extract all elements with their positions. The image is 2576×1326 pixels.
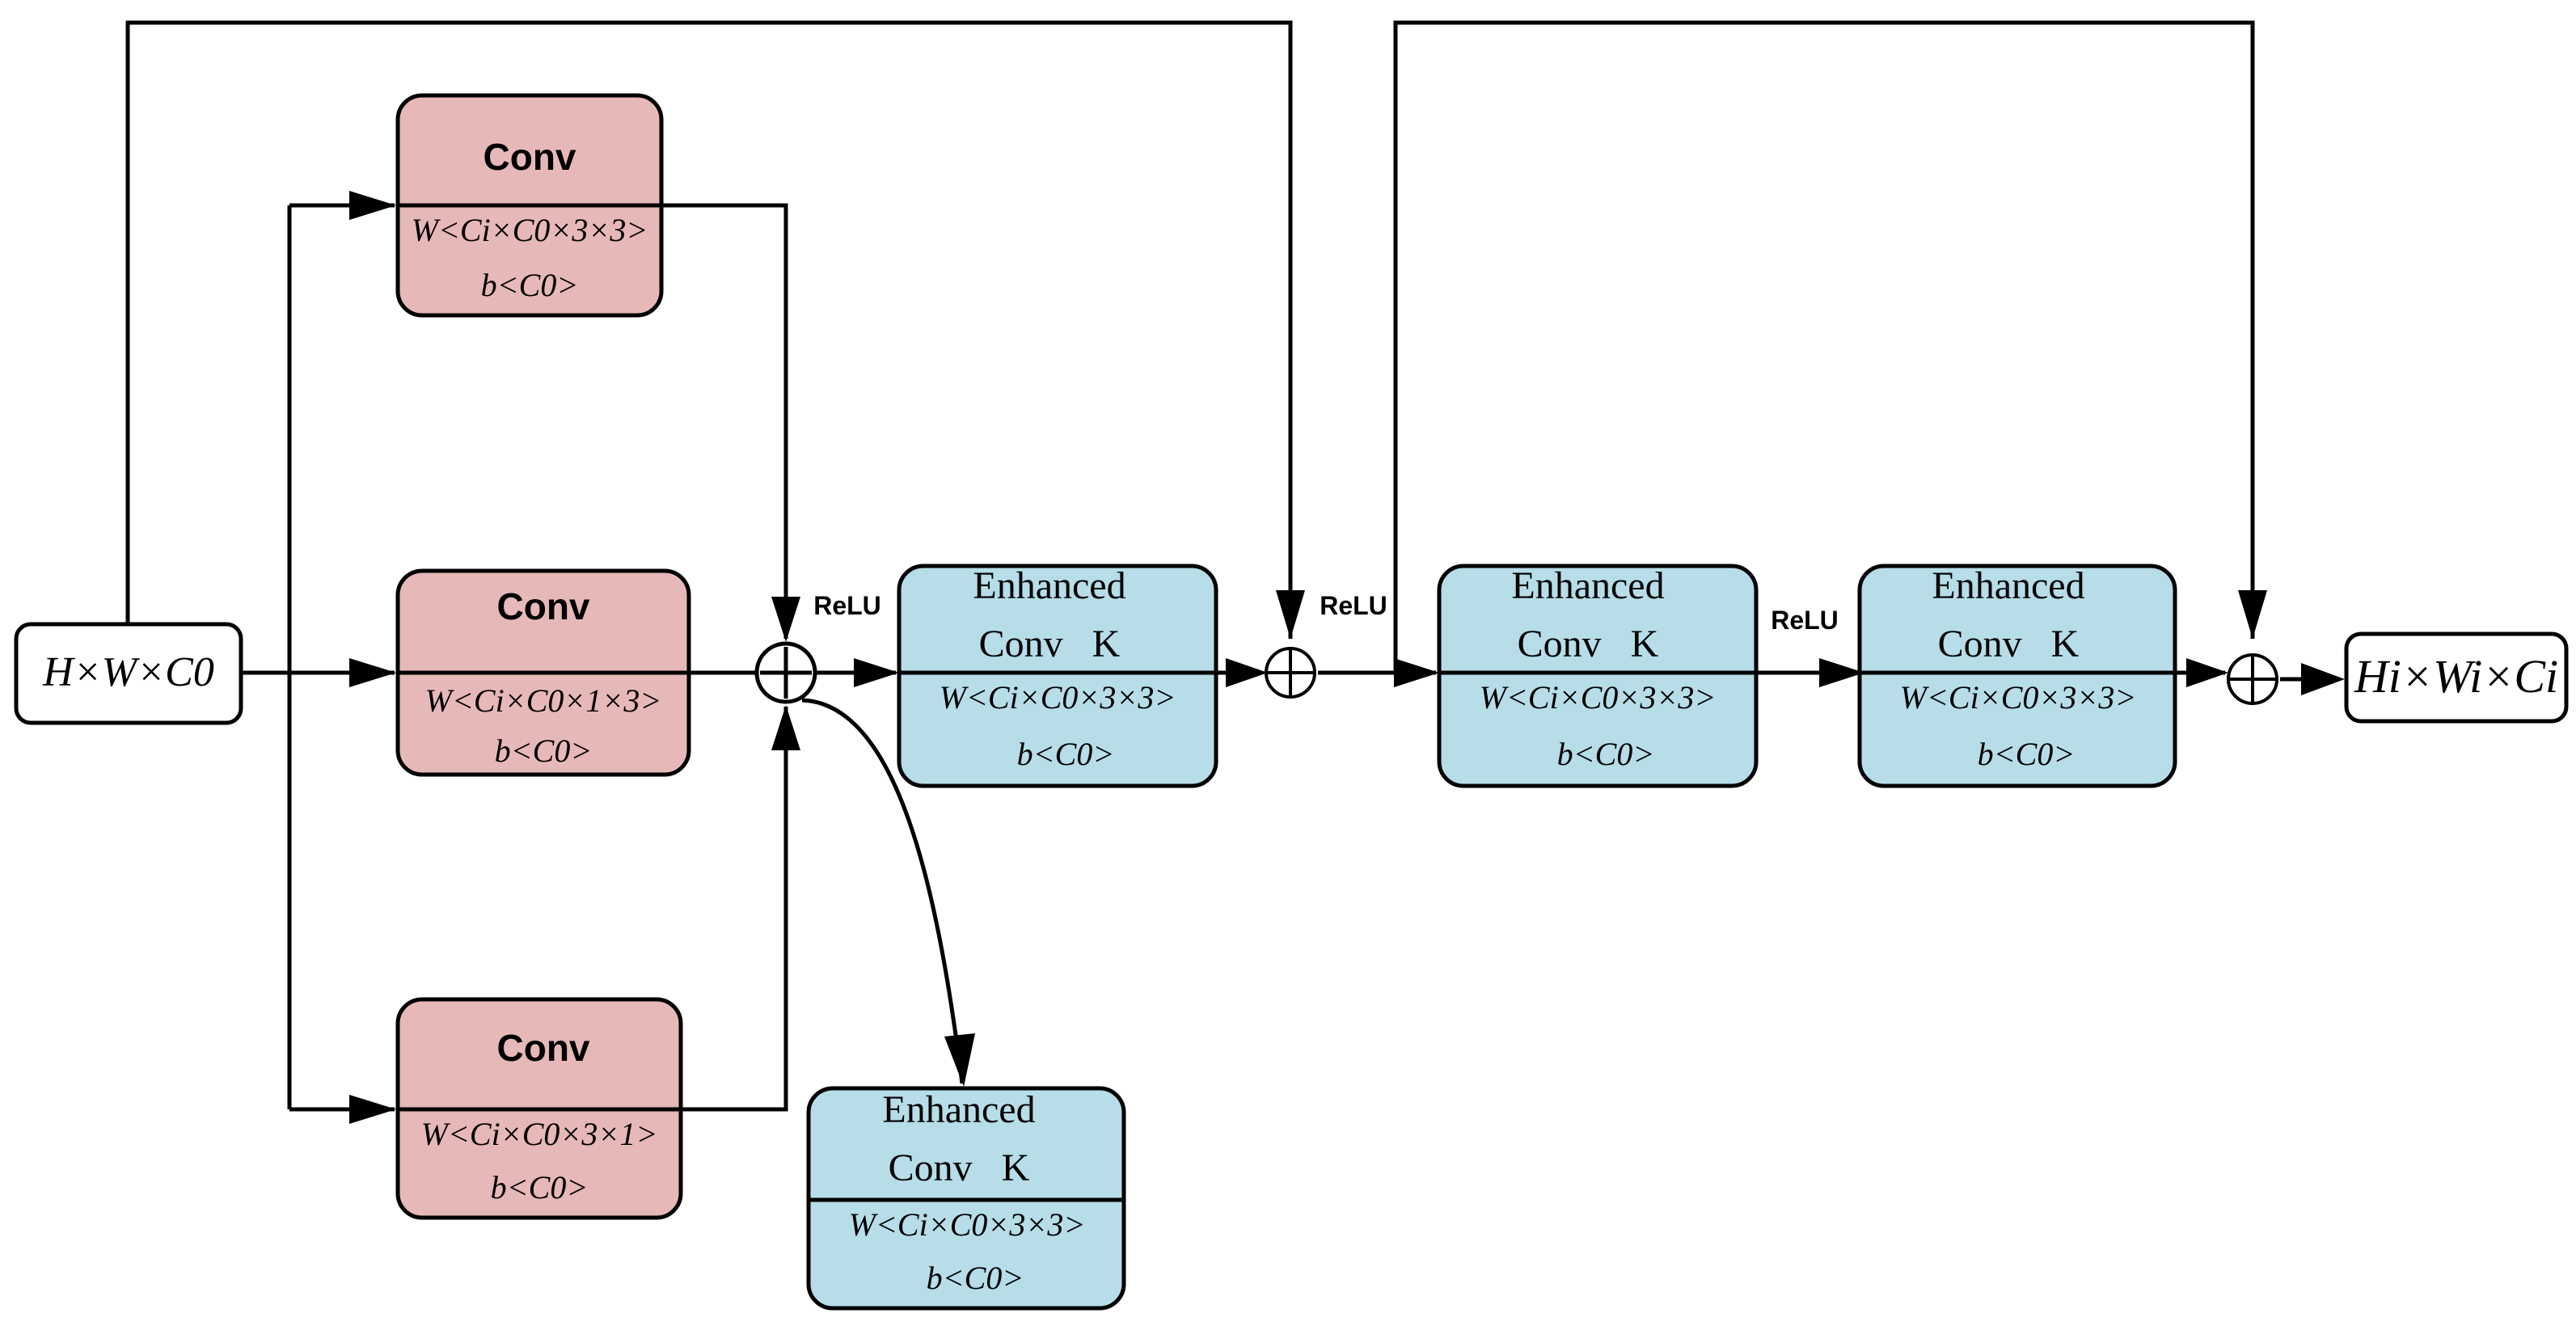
enhanced-bias: b<C0> [1978,736,2076,772]
enhanced-line2: Conv K [1518,623,1659,665]
conv-title: Conv [484,136,576,178]
relu-label: ReLU [1771,606,1839,635]
conv-title: Conv [497,1027,590,1069]
enhanced-weight: W<Ci×C0×3×3> [849,1206,1086,1243]
edge-conv3-adder1 [681,707,788,1112]
conv-weight: W<Ci×C0×3×1> [421,1116,658,1152]
input-node: H×W×C0 [14,622,243,725]
arrowhead [2301,663,2345,695]
conv-weight: W<Ci×C0×3×3> [412,212,648,248]
conv-bias: b<C0> [495,733,593,769]
edge-conv1-adder1 [661,203,788,639]
enhanced-line1: Enhanced [973,564,1125,607]
edge-skip2 [1393,20,2255,673]
enhanced-line2: Conv K [1938,623,2080,665]
arrowhead [349,1095,396,1124]
conv-block-1: Conv W<Ci×C0×3×3> b<C0> [395,93,664,318]
arrowhead [349,191,396,220]
edge-adder1-enh4 [801,698,965,1084]
enhanced-block-2: Enhanced Conv K W<Ci×C0×3×3> b<C0> [1437,564,1759,788]
enhanced-block-1: Enhanced Conv K W<Ci×C0×3×3> b<C0> [897,564,1218,788]
arrowhead [854,658,899,687]
output-label: Hi×Wi×Ci [2354,650,2558,703]
relu-label: ReLU [813,591,881,620]
adder-2 [1265,647,1316,699]
enhanced-weight: W<Ci×C0×3×3> [1900,679,2137,716]
arrowhead [944,1033,975,1087]
adder-3 [2227,653,2278,705]
enhanced-line2: Conv K [979,623,1121,665]
arrowhead [1276,590,1305,639]
edge-skip1 [125,20,1293,639]
enhanced-bias: b<C0> [927,1260,1024,1296]
enhanced-weight: W<Ci×C0×3×3> [1480,679,1717,716]
enhanced-weight: W<Ci×C0×3×3> [940,679,1176,716]
enhanced-bias: b<C0> [1557,736,1655,772]
output-node: Hi×Wi×Ci [2344,631,2569,724]
relu-label: ReLU [1320,591,1387,620]
arrowhead [771,705,800,750]
arrowhead [2238,590,2267,639]
conv-weight: W<Ci×C0×1×3> [425,682,662,719]
enhanced-line1: Enhanced [882,1088,1035,1131]
enhanced-line2: Conv K [889,1147,1030,1189]
arrowhead [771,597,800,642]
conv-title: Conv [497,585,590,627]
adder-1 [754,641,817,704]
arrowhead [1394,658,1439,687]
conv-bias: b<C0> [481,267,579,303]
arrowhead [2186,658,2228,687]
conv-block-3: Conv W<Ci×C0×3×1> b<C0> [395,997,683,1220]
enhanced-block-3: Enhanced Conv K W<Ci×C0×3×3> b<C0> [1857,564,2177,788]
enhanced-line1: Enhanced [1511,564,1664,607]
conv-bias: b<C0> [491,1169,589,1206]
conv-block-2: Conv W<Ci×C0×1×3> b<C0> [395,568,691,777]
input-label: H×W×C0 [42,649,214,695]
enhanced-line1: Enhanced [1932,564,2084,607]
arrowhead [1819,658,1864,687]
enhanced-block-4: Enhanced Conv K W<Ci×C0×3×3> b<C0> [806,1086,1126,1311]
connectors [125,20,2337,1112]
arrowhead [1226,658,1268,687]
enhanced-bias: b<C0> [1017,736,1115,772]
arrowhead [349,658,396,687]
arrowheads [349,191,2345,1124]
